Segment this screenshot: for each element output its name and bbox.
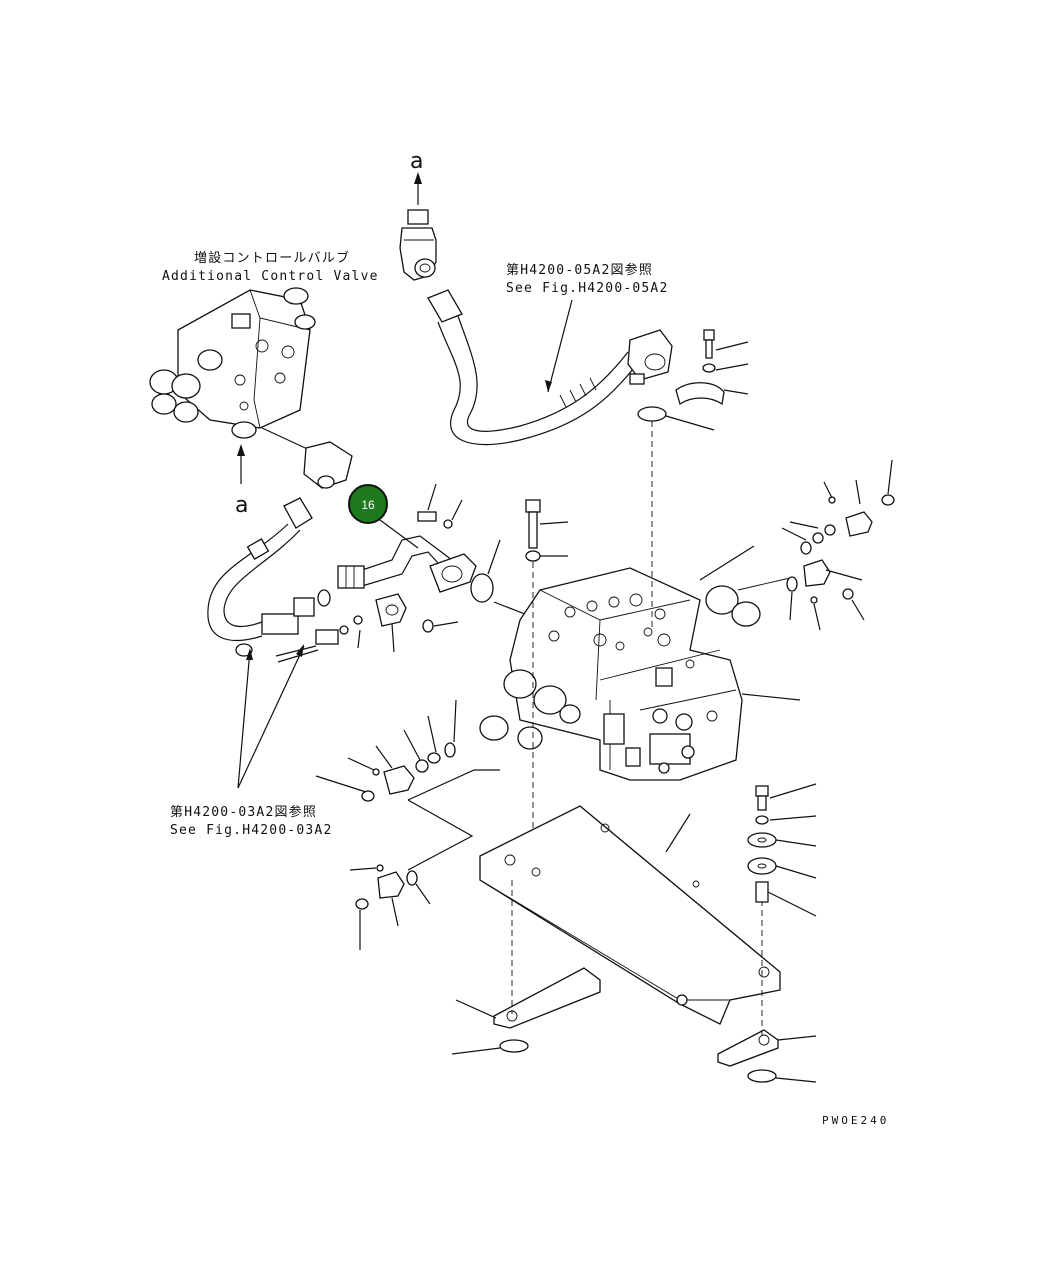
bottom-plates [451, 967, 817, 1083]
connector-fitting-left [261, 427, 353, 489]
leader-main-valve [741, 693, 801, 701]
tube-with-flange [337, 535, 477, 593]
lowest-fittings [349, 864, 431, 950]
callout-badge-16[interactable]: 16 [348, 484, 388, 524]
ref-upper-jp: 第H4200-05A2図参照 [506, 262, 653, 278]
additional-valve-en: Additional Control Valve [162, 269, 379, 284]
right-stack-parts [747, 783, 817, 917]
arrow-up-top [414, 172, 422, 205]
small-hose-fitting [275, 615, 363, 663]
o-ring-small-center [422, 619, 434, 633]
right-fittings [781, 459, 895, 631]
vertical-bolt [525, 499, 569, 562]
upper-hose [427, 289, 673, 446]
ref-lower-en: See Fig.H4200-03A2 [170, 823, 332, 838]
callout-number: 16 [361, 498, 375, 512]
ref-upper-en: See Fig.H4200-05A2 [506, 281, 668, 296]
additional-valve-jp: 増設コントロールバルブ [194, 250, 350, 266]
main-control-valve [479, 567, 791, 781]
lower-left-hose [207, 497, 331, 657]
ref-a-top: a [410, 149, 423, 174]
drawing-code: PWOE240 [822, 1114, 889, 1127]
ref-lower-jp: 第H4200-03A2図参照 [170, 804, 317, 820]
arrow-up-left [237, 444, 245, 484]
lower-left-fittings [315, 699, 500, 871]
leader-callout-16 [379, 519, 419, 549]
elbow-fitting-center [375, 593, 407, 653]
ref-a-left: a [235, 493, 248, 518]
leader-upper-ref [547, 299, 573, 393]
additional-control-valve [149, 287, 316, 439]
leader-lower-ref [237, 644, 305, 789]
elbow-fitting-top [399, 209, 437, 281]
o-ring-flange [470, 573, 494, 603]
flange-bolts [417, 483, 463, 529]
mounting-bracket [479, 805, 781, 1025]
leader-right-1 [699, 545, 755, 581]
